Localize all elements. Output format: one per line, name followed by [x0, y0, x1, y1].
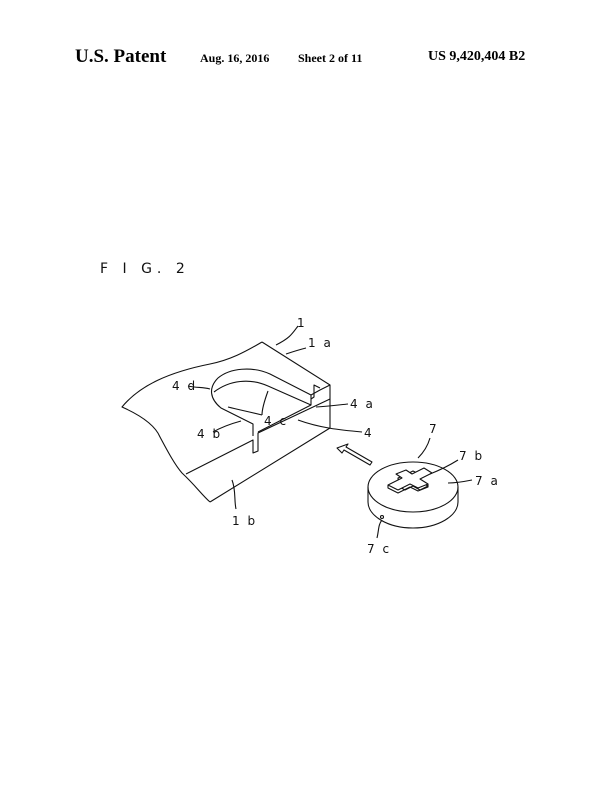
hole-7c [379, 514, 385, 520]
patent-date: Aug. 16, 2016 [200, 51, 270, 65]
ref-1: 1 [297, 316, 307, 330]
insert-arrow [336, 443, 373, 466]
ref-4: 4 [364, 426, 374, 440]
ref-4c: 4 c [264, 414, 288, 428]
body-wavy-edge [121, 341, 263, 503]
slot-outline [211, 368, 331, 436]
front-face-edge [185, 398, 331, 475]
ref-4a: 4 a [350, 397, 375, 411]
slot-inner-ledge [213, 380, 312, 406]
patent-number: US 9,420,404 B2 [428, 49, 526, 64]
ref-4b: 4 b [197, 427, 222, 441]
patent-title: U.S. Patent [75, 46, 167, 67]
body-top-edge [209, 341, 331, 503]
ref-4d: 4 d [172, 379, 197, 393]
cap-top [367, 461, 459, 513]
cap-side [367, 487, 459, 529]
ref-1b: 1 b [232, 514, 257, 528]
ref-7a: 7 a [475, 474, 500, 488]
slot-floor-edge [257, 404, 312, 433]
ref-7: 7 [429, 422, 439, 436]
ref-7c: 7 c [367, 542, 391, 556]
ref-7b: 7 b [459, 449, 484, 463]
sheet-number: Sheet 2 of 11 [298, 51, 363, 65]
figure-label: F I G. 2 [100, 261, 190, 277]
ref-1a: 1 a [308, 336, 333, 350]
